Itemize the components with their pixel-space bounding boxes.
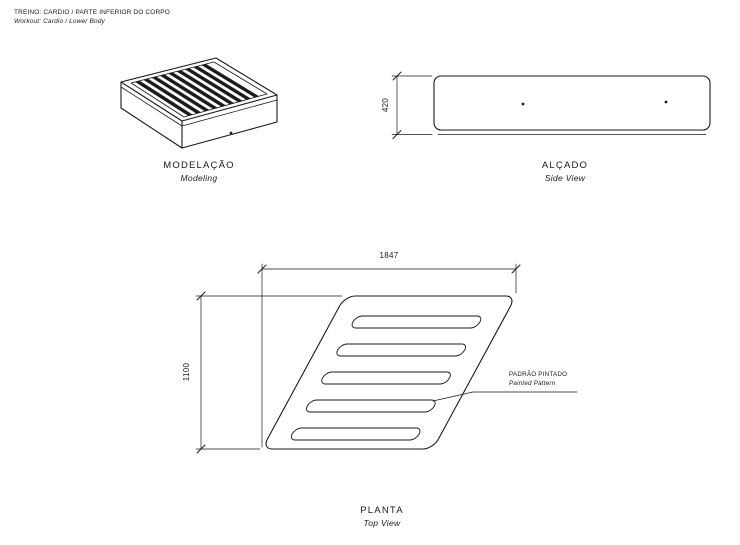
plan-view-drawing xyxy=(262,296,516,449)
plan-view-label: PLANTA xyxy=(360,505,404,516)
modeling-view-sublabel: Modeling xyxy=(180,173,218,183)
plan-slat-1 xyxy=(350,316,484,328)
plan-view-sublabel: Top View xyxy=(363,518,401,528)
annotation-leader-line xyxy=(432,391,578,402)
side-view-dot-right xyxy=(664,100,668,104)
modeling-view-label: MODELAÇÃO xyxy=(163,160,235,171)
plan-depth-dimension-value: 1100 xyxy=(182,362,191,382)
sheet-title-en: Workout: Cardio / Lower Body xyxy=(14,18,105,25)
plan-slat-5 xyxy=(289,428,423,440)
modeling-slat-pattern xyxy=(135,64,260,116)
side-view-sublabel: Side View xyxy=(544,173,586,183)
painted-pattern-annotation-en: Painted Pattern xyxy=(509,380,556,387)
side-view-drawing xyxy=(433,75,711,135)
plan-depth-dimension xyxy=(195,291,343,454)
modeling-view-drawing xyxy=(120,57,278,149)
side-view-dot-left xyxy=(521,102,525,106)
side-view-label: ALÇADO xyxy=(541,160,589,171)
side-height-dimension-value: 420 xyxy=(381,97,390,113)
side-view-height-dimension xyxy=(391,71,433,139)
plan-width-dimension xyxy=(257,263,521,448)
plan-slat-2 xyxy=(334,344,468,356)
modeling-front-dot xyxy=(229,131,233,135)
sheet-title-pt: TREINO: CARDIO / PARTE INFERIOR DO CORPO xyxy=(14,9,170,16)
side-view-body xyxy=(433,75,711,131)
plan-slat-3 xyxy=(319,372,453,384)
plan-width-dimension-value: 1847 xyxy=(379,251,399,260)
plan-slat-4 xyxy=(304,400,438,412)
painted-pattern-annotation-pt: PADRÃO PINTADO xyxy=(509,371,568,378)
